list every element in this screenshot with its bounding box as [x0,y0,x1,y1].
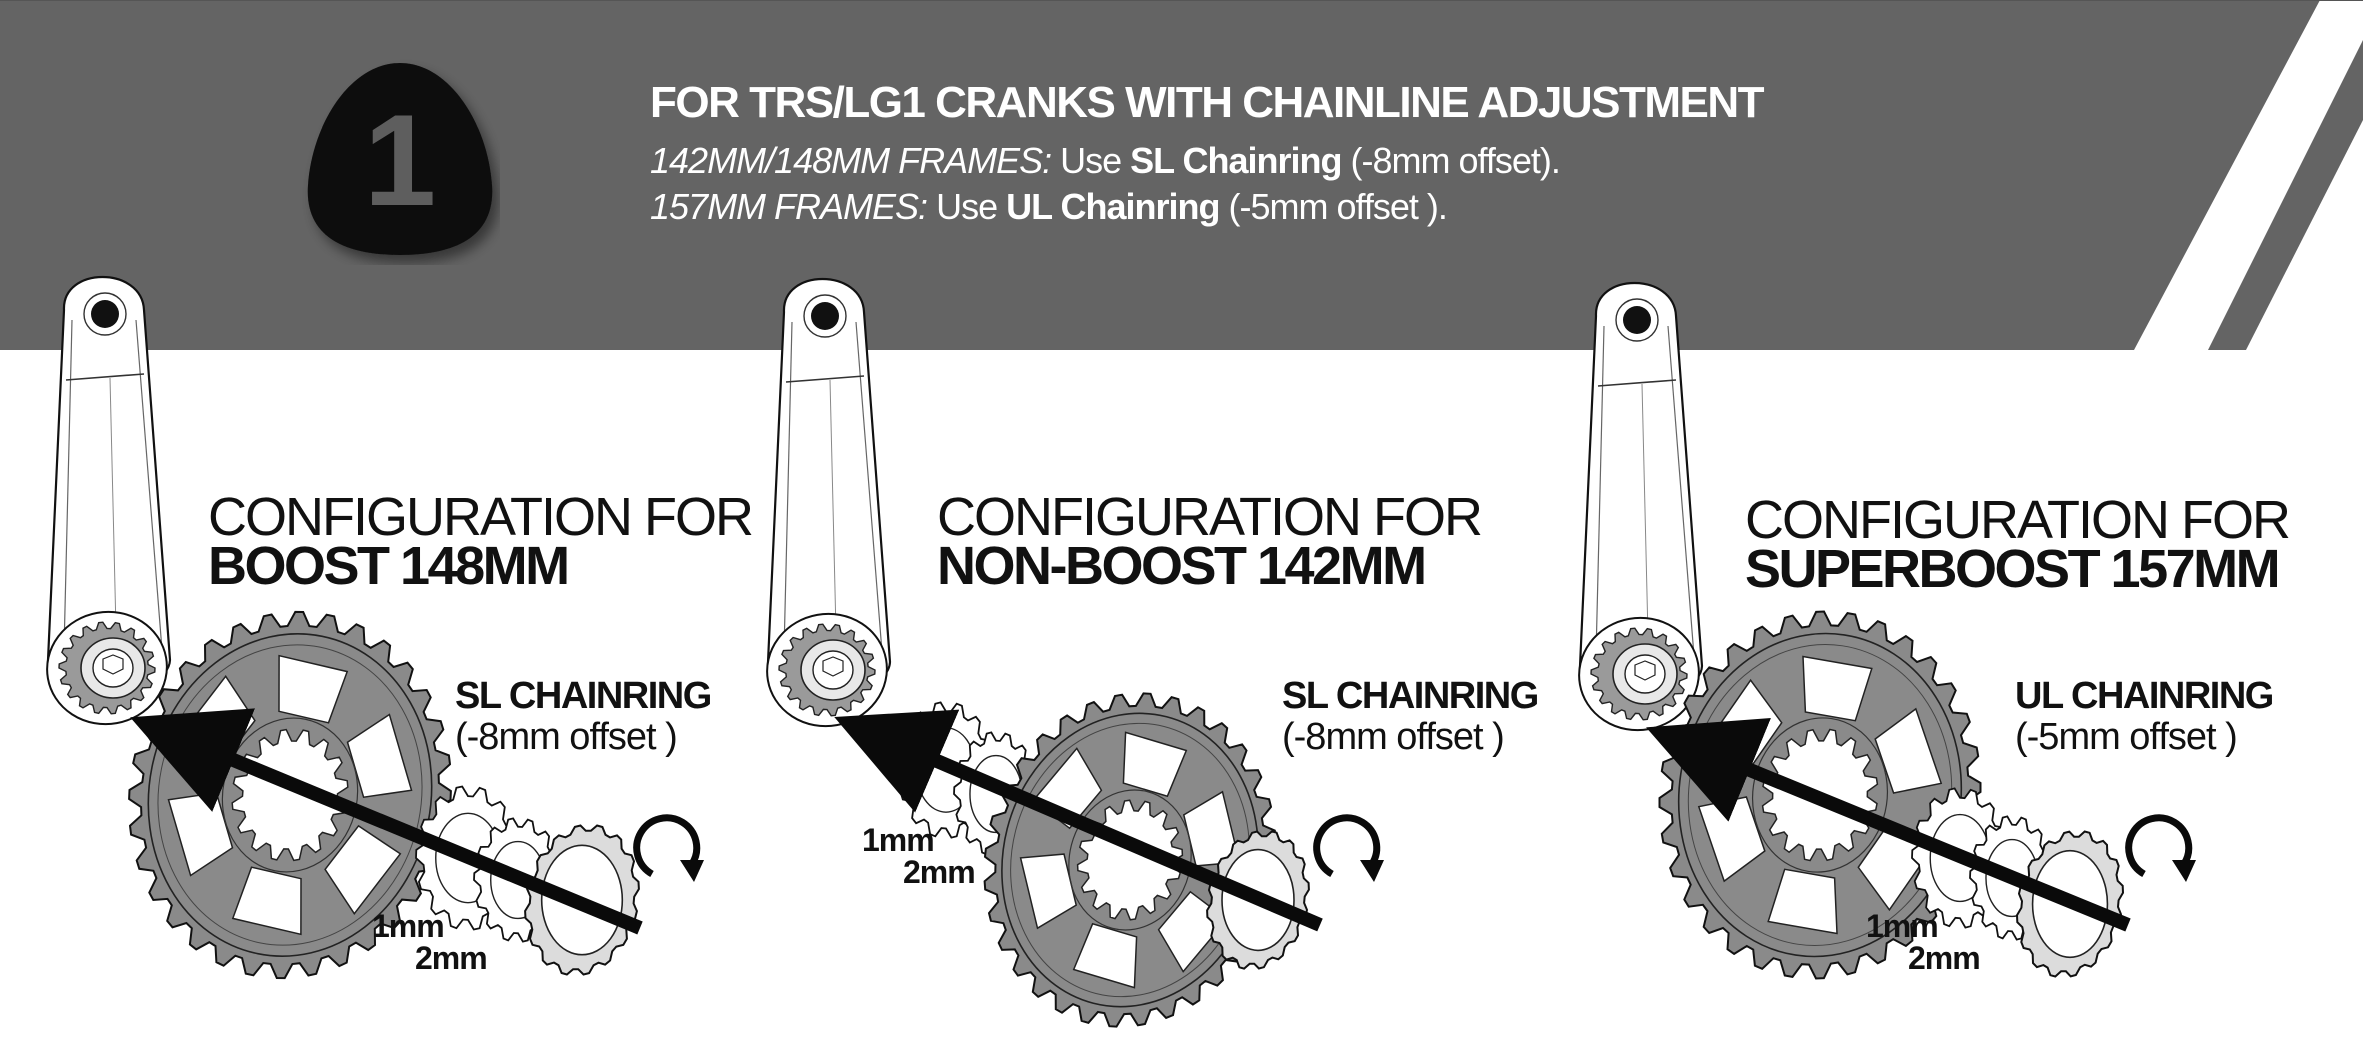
config-non-boost-142: CONFIGURATION FOR NON-BOOST 142MM [937,487,1483,596]
spacer-1mm-label: 1mm [372,908,445,944]
ring-offset: (-8mm offset ) [455,716,678,758]
spacer-1mm-label: 1mm [862,822,935,858]
offset-text: (-5mm offset ). [1228,186,1447,227]
illustration-non-boost-142 [766,278,1384,1028]
frame-label-142-148: 142MM/148MM FRAMES: [650,140,1052,181]
illustration-boost-148 [46,276,704,980]
config-boost-148: CONFIGURATION FOR BOOST 148MM [208,487,754,596]
step-number: 1 [363,87,437,233]
spacer-2mm-label: 2mm [415,940,488,976]
ring-name: SL CHAINRING [455,675,712,717]
ring-offset: (-8mm offset ) [1282,716,1505,758]
ring-name: SL CHAINRING [1282,675,1539,717]
config-heading: CONFIGURATION FOR [937,487,1483,547]
illustration-superboost-157 [1578,282,2196,980]
chainring-name-sl: SL Chainring [1130,140,1342,181]
ring-label-config-1: SL CHAINRING (-8mm offset ) [455,675,712,758]
chainring-name-ul: UL Chainring [1006,186,1220,227]
header-line-157: 157MM FRAMES: Use UL Chainring (-5mm off… [650,186,1448,228]
use-text: Use [936,186,998,227]
header-line-148: 142MM/148MM FRAMES: Use SL Chainring (-8… [650,140,1561,182]
spacer-2mm-label: 2mm [1908,940,1981,976]
ring-name: UL CHAINRING [2015,675,2274,717]
offset-text: (-8mm offset). [1350,140,1561,181]
config-heading: CONFIGURATION FOR [1745,490,2291,550]
config-heading: CONFIGURATION FOR [208,487,754,547]
ring-offset: (-5mm offset ) [2015,716,2238,758]
config-name: SUPERBOOST 157MM [1745,539,2281,599]
ring-label-config-2: SL CHAINRING (-8mm offset ) [1282,675,1539,758]
config-name: BOOST 148MM [208,536,570,596]
step-badge-icon [307,63,493,255]
use-text: Use [1060,140,1122,181]
header-title: FOR TRS/LG1 CRANKS WITH CHAINLINE ADJUST… [650,78,1765,127]
spacer-2mm-label: 2mm [903,854,976,890]
spacer-1mm-label: 1mm [1866,908,1939,944]
config-name: NON-BOOST 142MM [937,536,1427,596]
ring-label-config-3: UL CHAINRING (-5mm offset ) [2015,675,2274,758]
config-superboost-157: CONFIGURATION FOR SUPERBOOST 157MM [1745,490,2291,599]
frame-label-157: 157MM FRAMES: [650,186,928,227]
header-banner [0,0,2363,350]
